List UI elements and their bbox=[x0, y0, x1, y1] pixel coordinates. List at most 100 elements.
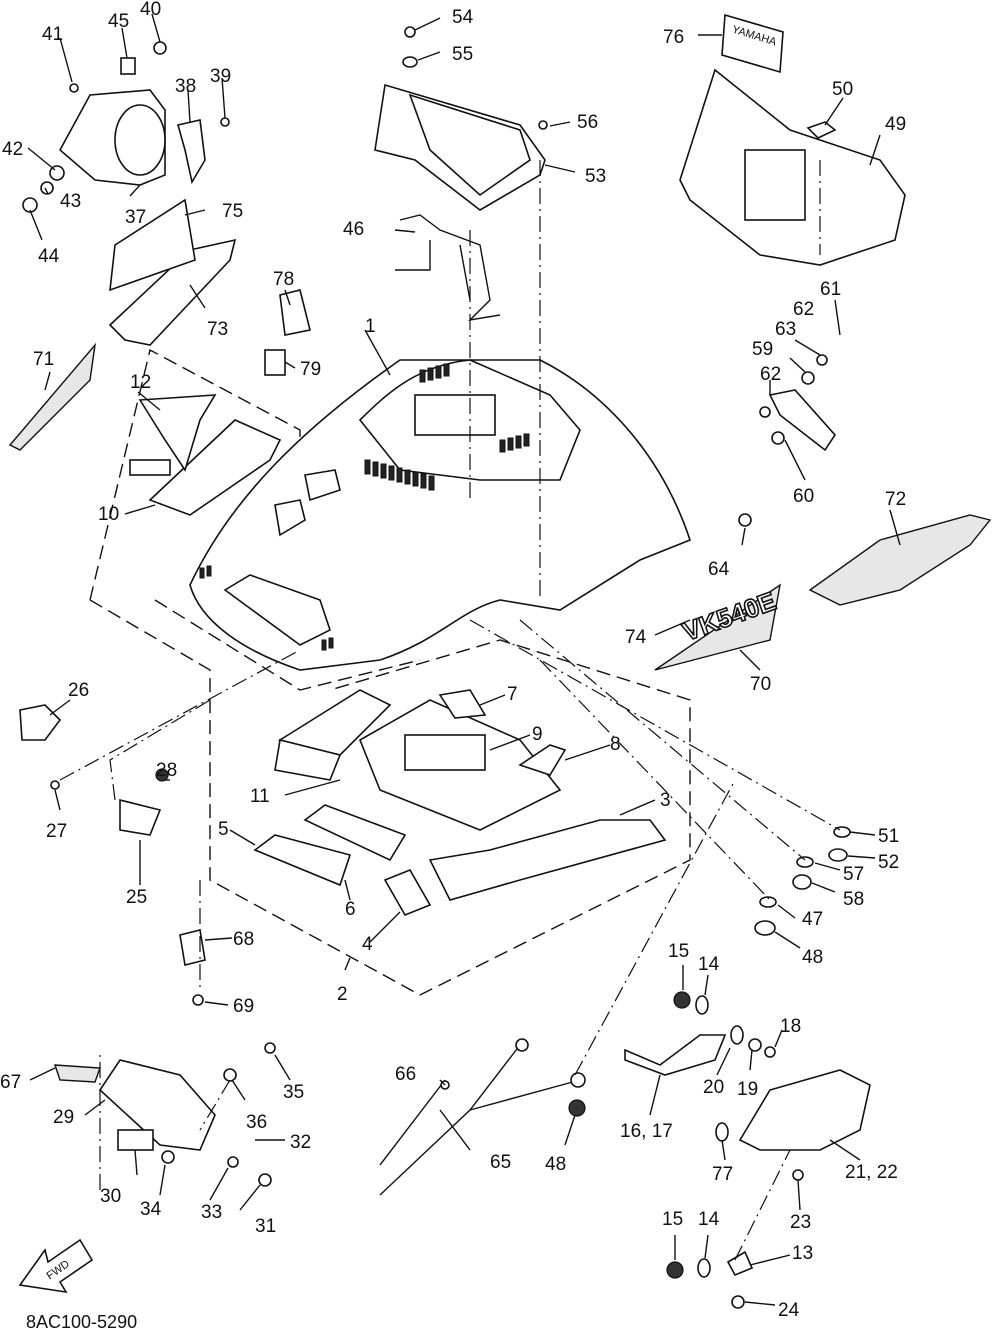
callout-57: 57 bbox=[843, 864, 864, 885]
callout-2: 2 bbox=[337, 984, 348, 1005]
callout-76: 76 bbox=[663, 27, 684, 48]
callout-8: 8 bbox=[610, 734, 621, 755]
callout-27: 27 bbox=[46, 821, 67, 842]
callout-31: 31 bbox=[255, 1216, 276, 1237]
callout-74: 74 bbox=[625, 627, 647, 648]
callout-46: 46 bbox=[343, 219, 364, 240]
callout-70: 70 bbox=[750, 674, 771, 695]
callout-37: 37 bbox=[125, 207, 146, 228]
main-hood bbox=[189, 359, 691, 671]
callout-48-lower: 48 bbox=[545, 1154, 566, 1175]
front-bumper bbox=[54, 1042, 276, 1187]
callout-24: 24 bbox=[778, 1300, 800, 1321]
callout-26: 26 bbox=[68, 680, 89, 701]
callout-56: 56 bbox=[577, 112, 598, 133]
callout-10: 10 bbox=[98, 504, 119, 525]
headlight-bracket bbox=[395, 214, 501, 322]
small-brackets bbox=[19, 704, 169, 836]
callout-9: 9 bbox=[532, 724, 543, 745]
callout-36: 36 bbox=[246, 1112, 267, 1133]
callout-16-17: 16, 17 bbox=[620, 1121, 673, 1142]
callout-60: 60 bbox=[793, 486, 814, 507]
callout-55: 55 bbox=[452, 44, 473, 65]
callout-54: 54 bbox=[452, 7, 474, 28]
grommets-right bbox=[754, 826, 851, 936]
callout-33: 33 bbox=[201, 1202, 222, 1223]
callout-20: 20 bbox=[703, 1077, 724, 1098]
callout-35: 35 bbox=[283, 1082, 304, 1103]
side-stripe-decal bbox=[654, 583, 781, 671]
small-trim-pieces bbox=[264, 289, 311, 376]
side-trim-left bbox=[8, 198, 237, 451]
callout-78: 78 bbox=[273, 269, 294, 290]
hood-liner-parts bbox=[253, 689, 667, 917]
callout-labels: 1 2 3 4 5 6 7 8 9 10 11 12 13 14 14 15 1… bbox=[0, 0, 906, 1321]
callout-30: 30 bbox=[100, 1186, 121, 1207]
callout-39: 39 bbox=[210, 66, 231, 87]
callout-67: 67 bbox=[0, 1072, 21, 1093]
callout-5: 5 bbox=[218, 819, 229, 840]
callout-71: 71 bbox=[33, 349, 54, 370]
hood-vents bbox=[199, 363, 530, 651]
callout-72: 72 bbox=[885, 489, 906, 510]
foam-pieces-left bbox=[129, 394, 282, 516]
callout-66: 66 bbox=[395, 1064, 416, 1085]
rear-cowl bbox=[679, 68, 906, 266]
callout-68: 68 bbox=[233, 929, 254, 950]
tail-lamp-assembly bbox=[624, 991, 871, 1309]
callout-34: 34 bbox=[140, 1199, 162, 1220]
callout-13: 13 bbox=[792, 1243, 813, 1264]
yamaha-emblem bbox=[721, 13, 784, 74]
callout-77: 77 bbox=[712, 1164, 733, 1185]
callout-15-lower: 15 bbox=[662, 1209, 683, 1230]
windshield-frame bbox=[374, 83, 546, 211]
callout-73: 73 bbox=[207, 319, 228, 340]
callout-48-right: 48 bbox=[802, 947, 823, 968]
callout-3: 3 bbox=[660, 790, 671, 811]
callout-58: 58 bbox=[843, 889, 864, 910]
callout-64: 64 bbox=[708, 559, 730, 580]
forward-arrow: FWD bbox=[18, 1238, 94, 1294]
callout-62-lower: 62 bbox=[760, 364, 781, 385]
hood-cable bbox=[379, 1038, 586, 1196]
callout-44: 44 bbox=[38, 246, 60, 267]
callout-49: 49 bbox=[885, 114, 906, 135]
callout-7: 7 bbox=[507, 684, 518, 705]
leader-lines bbox=[27, 13, 901, 1306]
callout-29: 29 bbox=[53, 1107, 74, 1128]
callout-45: 45 bbox=[108, 11, 129, 32]
callout-43: 43 bbox=[60, 191, 81, 212]
callout-18: 18 bbox=[780, 1016, 801, 1037]
diagram-code: 8AC100-5290 bbox=[26, 1312, 137, 1331]
callout-38: 38 bbox=[175, 76, 196, 97]
callout-50: 50 bbox=[832, 79, 853, 100]
headlight-housing bbox=[58, 89, 166, 186]
callout-65: 65 bbox=[490, 1152, 511, 1173]
callout-1: 1 bbox=[365, 316, 376, 337]
callout-69: 69 bbox=[233, 996, 254, 1017]
callout-40: 40 bbox=[140, 0, 161, 20]
callout-47: 47 bbox=[802, 909, 823, 930]
hinge bbox=[179, 929, 206, 1006]
callout-14-lower: 14 bbox=[698, 1209, 720, 1230]
callout-15-upper: 15 bbox=[668, 941, 689, 962]
callout-11: 11 bbox=[250, 786, 270, 807]
callout-51: 51 bbox=[878, 826, 899, 847]
callout-63: 63 bbox=[775, 319, 796, 340]
hood-latch bbox=[738, 354, 837, 527]
callout-62-upper: 62 bbox=[793, 299, 814, 320]
callout-59: 59 bbox=[752, 339, 773, 360]
callout-53: 53 bbox=[585, 166, 606, 187]
callout-21-22: 21, 22 bbox=[845, 1162, 898, 1183]
callout-79: 79 bbox=[300, 359, 321, 380]
callout-25: 25 bbox=[126, 887, 147, 908]
callout-52: 52 bbox=[878, 852, 899, 873]
callout-28: 28 bbox=[156, 760, 177, 781]
callout-61: 61 bbox=[820, 279, 841, 300]
callout-32: 32 bbox=[290, 1132, 311, 1153]
callout-14-upper: 14 bbox=[698, 954, 720, 975]
callout-41: 41 bbox=[42, 24, 63, 45]
callout-42: 42 bbox=[2, 139, 23, 160]
callout-4: 4 bbox=[362, 934, 373, 955]
